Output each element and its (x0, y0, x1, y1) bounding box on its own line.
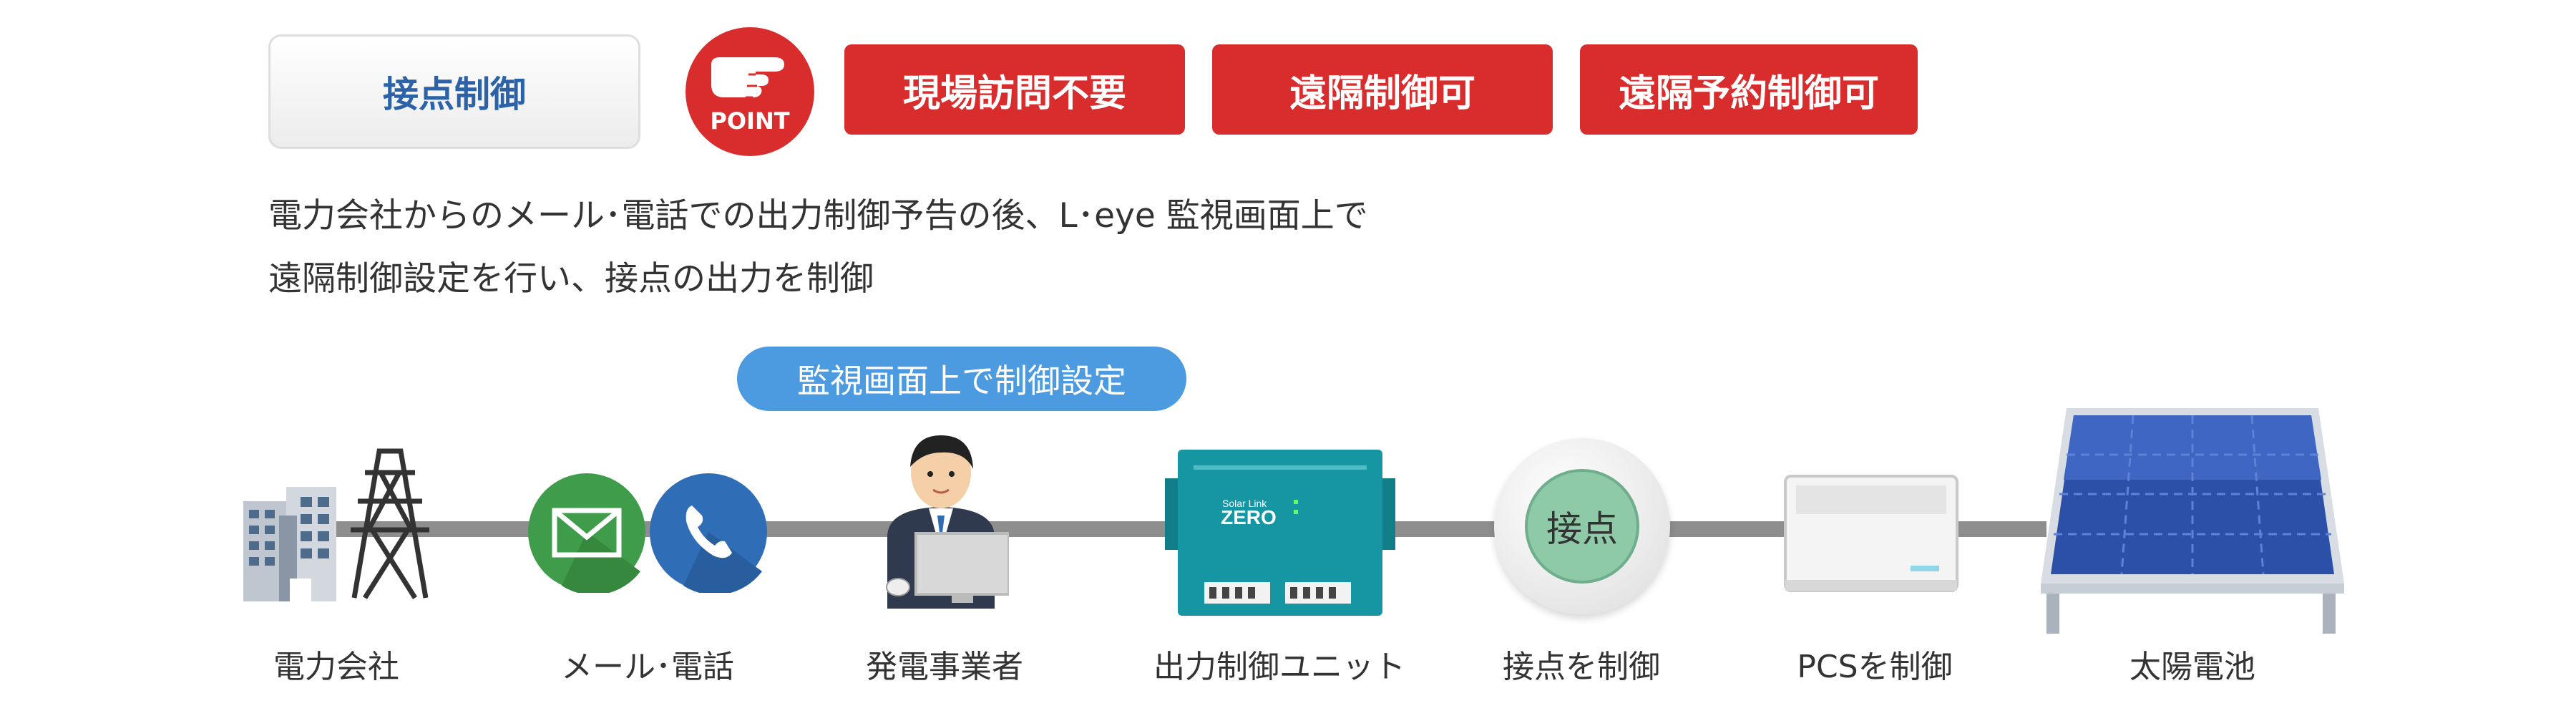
solar-panel-icon (2041, 408, 2344, 634)
control-unit-icon: Solar Link ZERO (1165, 450, 1395, 616)
caption-pcs-control: PCSを制御 (1797, 649, 1953, 685)
pointing-hand-icon (711, 57, 784, 99)
building-icon (243, 487, 336, 601)
unit-brand-small: Solar Link (1222, 498, 1267, 509)
point-badge: POINT (686, 27, 814, 156)
contact-button-label: 接点 (1525, 469, 1639, 584)
tag-remote-schedule: 遠隔予約制御可 (1580, 44, 1918, 135)
caption-power-company: 電力会社 (273, 649, 399, 685)
mail-icon (528, 473, 645, 593)
power-tower-icon (351, 448, 429, 599)
category-label: 接点制御 (268, 34, 640, 149)
person-icon (886, 435, 1009, 609)
tag-no-site-visit: 現場訪問不要 (844, 44, 1185, 135)
caption-mail-phone: メール･電話 (561, 649, 734, 685)
point-label: POINT (710, 107, 790, 135)
unit-brand: ZERO (1221, 506, 1277, 528)
caption-control-unit: 出力制御ユニット (1153, 649, 1405, 685)
phone-icon (650, 473, 767, 593)
caption-operator: 発電事業者 (866, 649, 1023, 685)
tag-remote-control: 遠隔制御可 (1212, 44, 1553, 135)
pcs-icon (1784, 475, 1958, 592)
description-line-2: 遠隔制御設定を行い、接点の出力を制御 (268, 259, 874, 299)
caption-contact-control: 接点を制御 (1503, 649, 1660, 685)
contact-button-icon: 接点 (1494, 438, 1670, 614)
description-line-1: 電力会社からのメール･電話での出力制御予告の後、L･eye 監視画面上で (268, 196, 1368, 236)
control-setting-pill: 監視画面上で制御設定 (737, 347, 1186, 411)
caption-solar-battery: 太陽電池 (2129, 649, 2255, 685)
